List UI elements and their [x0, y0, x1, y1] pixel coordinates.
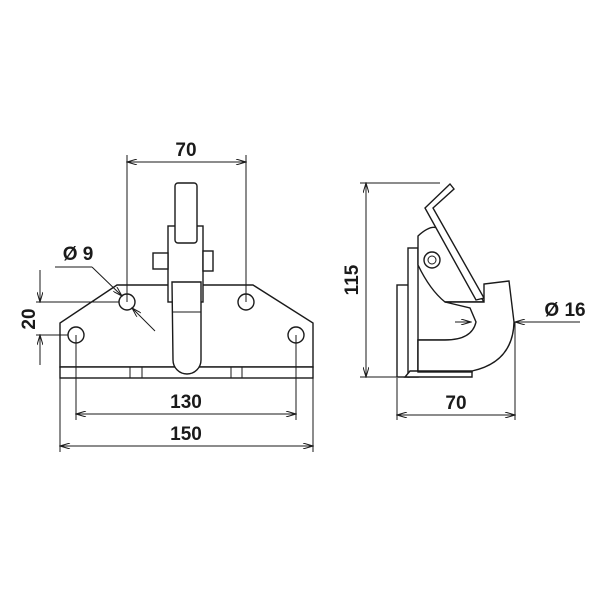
bolt-nut-left: [152, 252, 169, 270]
side-base-plate: [396, 284, 410, 378]
bolt-nut-right: [202, 250, 214, 272]
dim-label-115: 115: [342, 264, 363, 295]
side-view: 115 70 Ø 16: [342, 183, 586, 420]
dim-label-hole-diameter: Ø 9: [63, 244, 94, 265]
side-lever: [424, 182, 486, 301]
dim-label-side-70: 70: [445, 393, 466, 414]
top-pin: [174, 182, 198, 244]
dim-label-tube-diameter: Ø 16: [544, 300, 585, 321]
dim-label-150: 150: [170, 424, 202, 445]
side-tube-elbow: [417, 280, 515, 372]
handle: [171, 281, 202, 375]
dim-label-20: 20: [19, 308, 40, 329]
dim-label-70: 70: [175, 140, 196, 161]
side-nut: [423, 251, 441, 269]
dim-label-130: 130: [170, 392, 202, 413]
front-view: 70 130 150 20 Ø 9: [19, 140, 313, 452]
